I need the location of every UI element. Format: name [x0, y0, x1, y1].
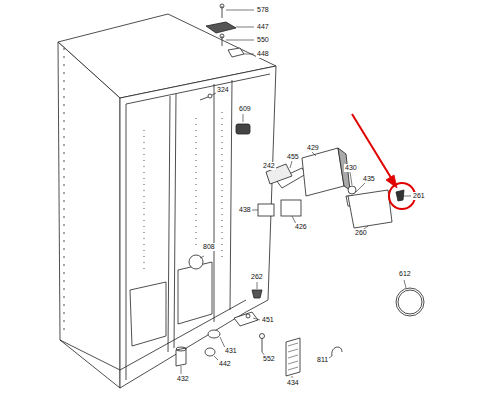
callout-number: 808: [202, 243, 216, 251]
callout-number: 324: [216, 86, 230, 94]
callout-number: 612: [398, 270, 412, 278]
callout-number: 447: [256, 23, 270, 31]
callout-number: 448: [256, 50, 270, 58]
callout-number: 262: [250, 273, 264, 281]
callout-number: 552: [262, 355, 276, 363]
callout-number: 434: [286, 379, 300, 387]
callout-number: 432: [176, 375, 190, 383]
callout-number: 242: [262, 162, 276, 170]
callout-number: 438: [238, 206, 252, 214]
callout-number: 442: [218, 360, 232, 368]
callout-number: 426: [294, 223, 308, 231]
callout-number: 260: [354, 229, 368, 237]
callout-number: 430: [344, 164, 358, 172]
callout-number: 261: [412, 192, 426, 200]
callout-number: 578: [256, 6, 270, 14]
callout-number: 811: [316, 356, 329, 364]
callout-number: 451: [261, 316, 275, 324]
callout-number: 455: [286, 153, 300, 161]
callout-number: 609: [238, 105, 252, 113]
callout-number: 429: [306, 144, 320, 152]
callout-number: 435: [362, 175, 376, 183]
callout-number: 550: [256, 36, 270, 44]
callout-number: 431: [224, 347, 238, 355]
